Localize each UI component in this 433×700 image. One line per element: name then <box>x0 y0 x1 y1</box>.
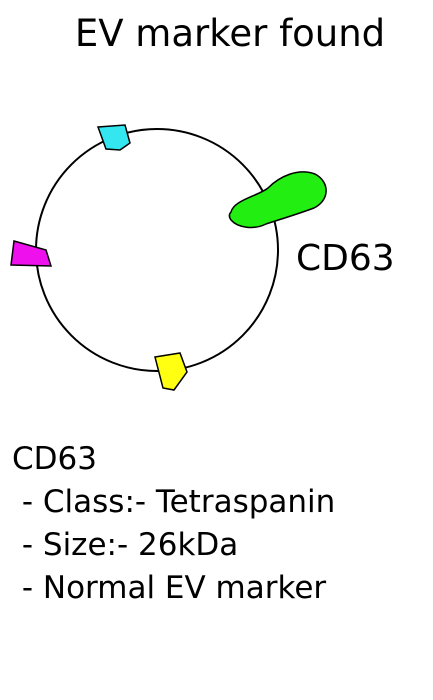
marker-info: CD63 - Class:- Tetraspanin - Size:- 26kD… <box>12 438 335 610</box>
magenta-protein <box>10 240 53 267</box>
marker-info-size: - Size:- 26kDa <box>12 527 239 563</box>
vesicle-diagram <box>10 124 327 391</box>
cyan-protein <box>96 124 131 151</box>
yellow-protein <box>154 352 188 391</box>
page-title: EV marker found <box>74 12 386 55</box>
marker-info-note: - Normal EV marker <box>12 570 327 606</box>
marker-info-name: CD63 <box>12 441 97 477</box>
marker-info-class: - Class:- Tetraspanin <box>12 484 336 520</box>
marker-label: CD63 <box>296 238 395 279</box>
green-protein-cd63 <box>228 171 327 229</box>
vesicle-membrane <box>35 128 279 372</box>
